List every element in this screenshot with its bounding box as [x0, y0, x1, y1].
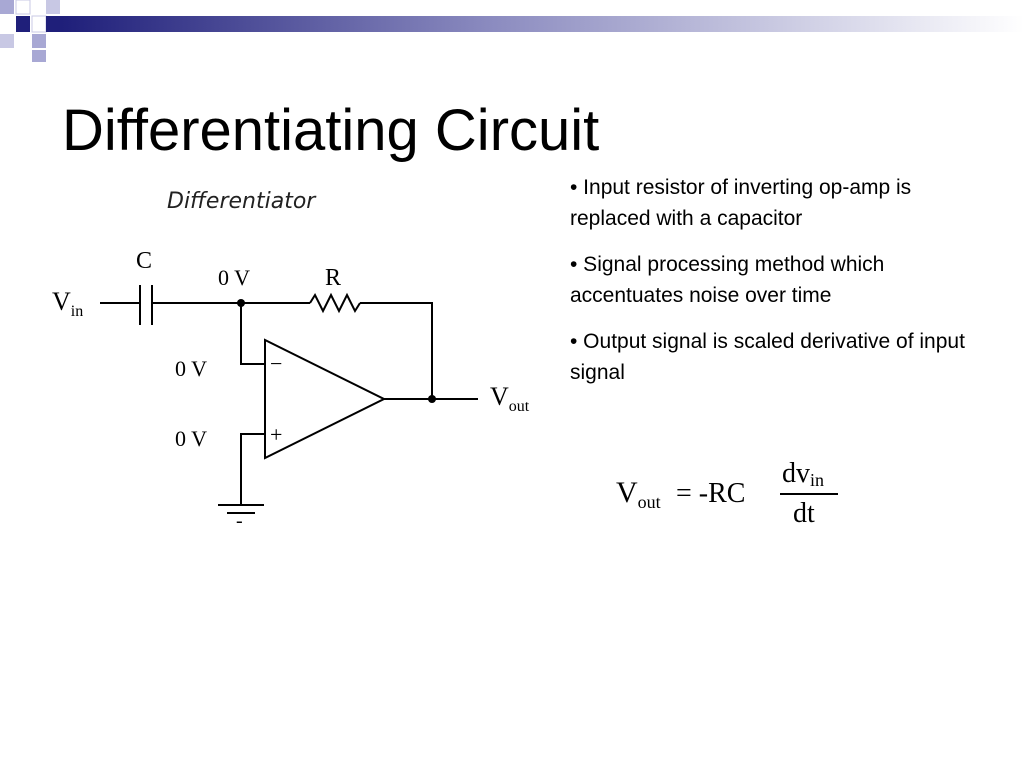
formula-numerator: dvin [782, 458, 824, 490]
bullet-item: • Output signal is scaled derivative of … [570, 330, 965, 384]
slide-title: Differentiating Circuit [62, 98, 600, 163]
formula-equals-rc: = -RC [676, 478, 745, 509]
deco-square [32, 34, 46, 48]
differentiator-formula: Vout = -RC dvin dt [616, 458, 838, 529]
formula-lhs: Vout [616, 476, 661, 512]
resistor-label: R [325, 265, 341, 291]
deco-square [31, 15, 47, 33]
header-decoration [0, 0, 1024, 62]
junction-dot [237, 299, 245, 307]
inverting-input-wire [240, 303, 265, 365]
junction-dot [428, 395, 436, 403]
deco-square [46, 16, 62, 32]
ground-mark: - [236, 510, 243, 532]
circuit-heading: Differentiator [167, 189, 317, 214]
deco-square [32, 50, 46, 62]
deco-square [15, 0, 31, 15]
resistor-zigzag [309, 292, 361, 314]
deco-square [16, 16, 30, 32]
bullet-list: • Input resistor of inverting op-amp is … [570, 172, 990, 403]
bullet-item: • Signal processing method which accentu… [570, 253, 885, 307]
deco-square [46, 0, 60, 14]
inverting-input-sign: − [270, 351, 282, 376]
header-gradient-bar [62, 16, 1024, 32]
formula-denominator: dt [793, 498, 815, 529]
noninverting-input-sign: + [270, 422, 282, 447]
vout-label: Vout [490, 382, 530, 415]
bullet-item: • Input resistor of inverting op-amp is … [570, 176, 912, 230]
circuit-wiring [100, 285, 478, 514]
inverting-input-voltage-label: 0 V [175, 356, 207, 381]
deco-square [0, 34, 14, 48]
capacitor-label: C [136, 248, 152, 274]
deco-square [0, 0, 14, 14]
op-amp-triangle [264, 338, 387, 460]
differentiator-circuit-diagram: Differentiator C 0 V R 0 V 0 V Vin Vout … [52, 189, 530, 532]
node-voltage-label: 0 V [218, 265, 250, 290]
vin-label: Vin [52, 287, 83, 320]
noninverting-input-voltage-label: 0 V [175, 426, 207, 451]
noninverting-input-wire [240, 433, 265, 504]
feedback-wire [360, 302, 433, 399]
